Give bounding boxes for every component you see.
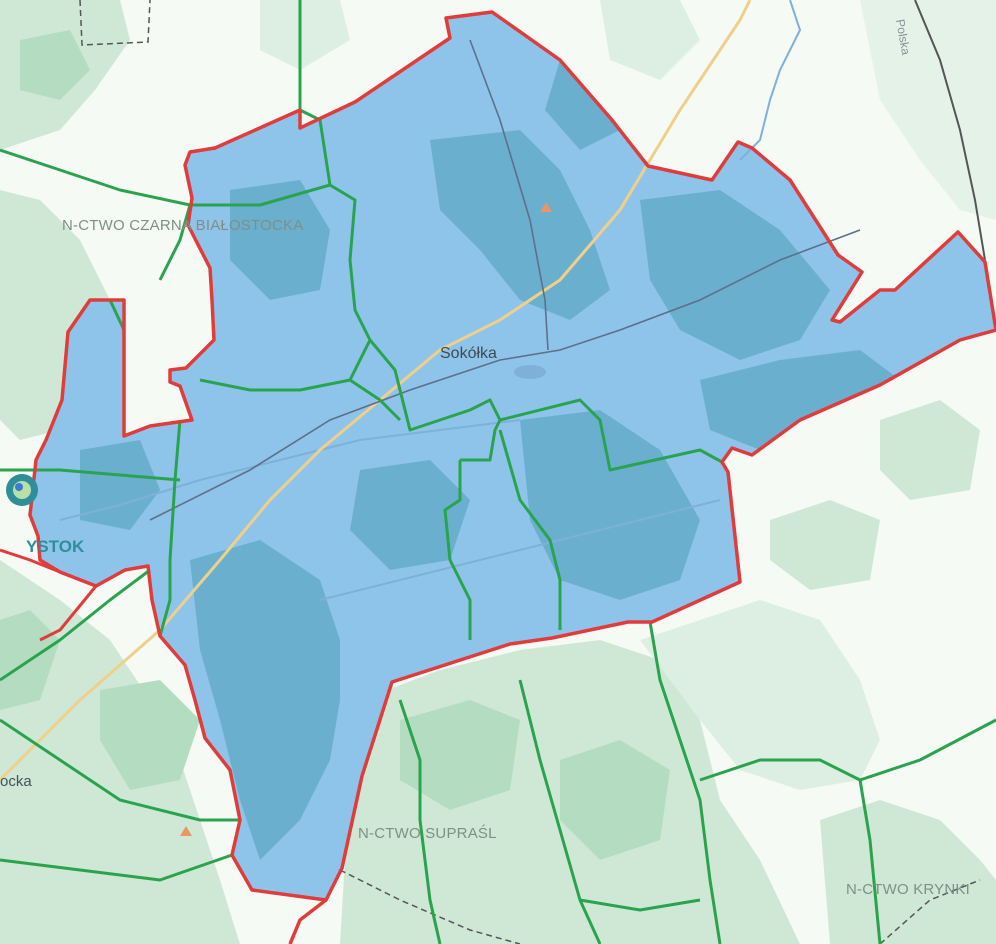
main-road (0, 0, 752, 782)
town-label-sokolka: Sokółka (440, 345, 497, 362)
district-label-czarna: N-CTWO CZARNA BIAŁOSTOCKA (62, 217, 303, 234)
triangle-icon (540, 202, 552, 212)
map-pin-icon[interactable] (6, 474, 38, 506)
district-label-suprasl: N-CTWO SUPRAŚL (358, 824, 497, 842)
railway-line (149, 229, 861, 521)
district-border[interactable] (28, 10, 996, 902)
lake (514, 365, 546, 379)
railway-line-north (469, 39, 549, 351)
district-border-south (288, 898, 328, 944)
city-label-bialystok: YSTOK (26, 537, 85, 556)
admin-boundaries (79, 0, 981, 944)
triangle-icon (180, 826, 192, 836)
road-label-polska: Polska (893, 18, 913, 56)
national-border (914, 0, 986, 261)
district-label-krynki: N-CTWO KRYNKI (846, 881, 970, 898)
district-border-west (0, 548, 98, 642)
rivers (59, 0, 802, 601)
city-label-left-edge: ocka (0, 773, 32, 790)
